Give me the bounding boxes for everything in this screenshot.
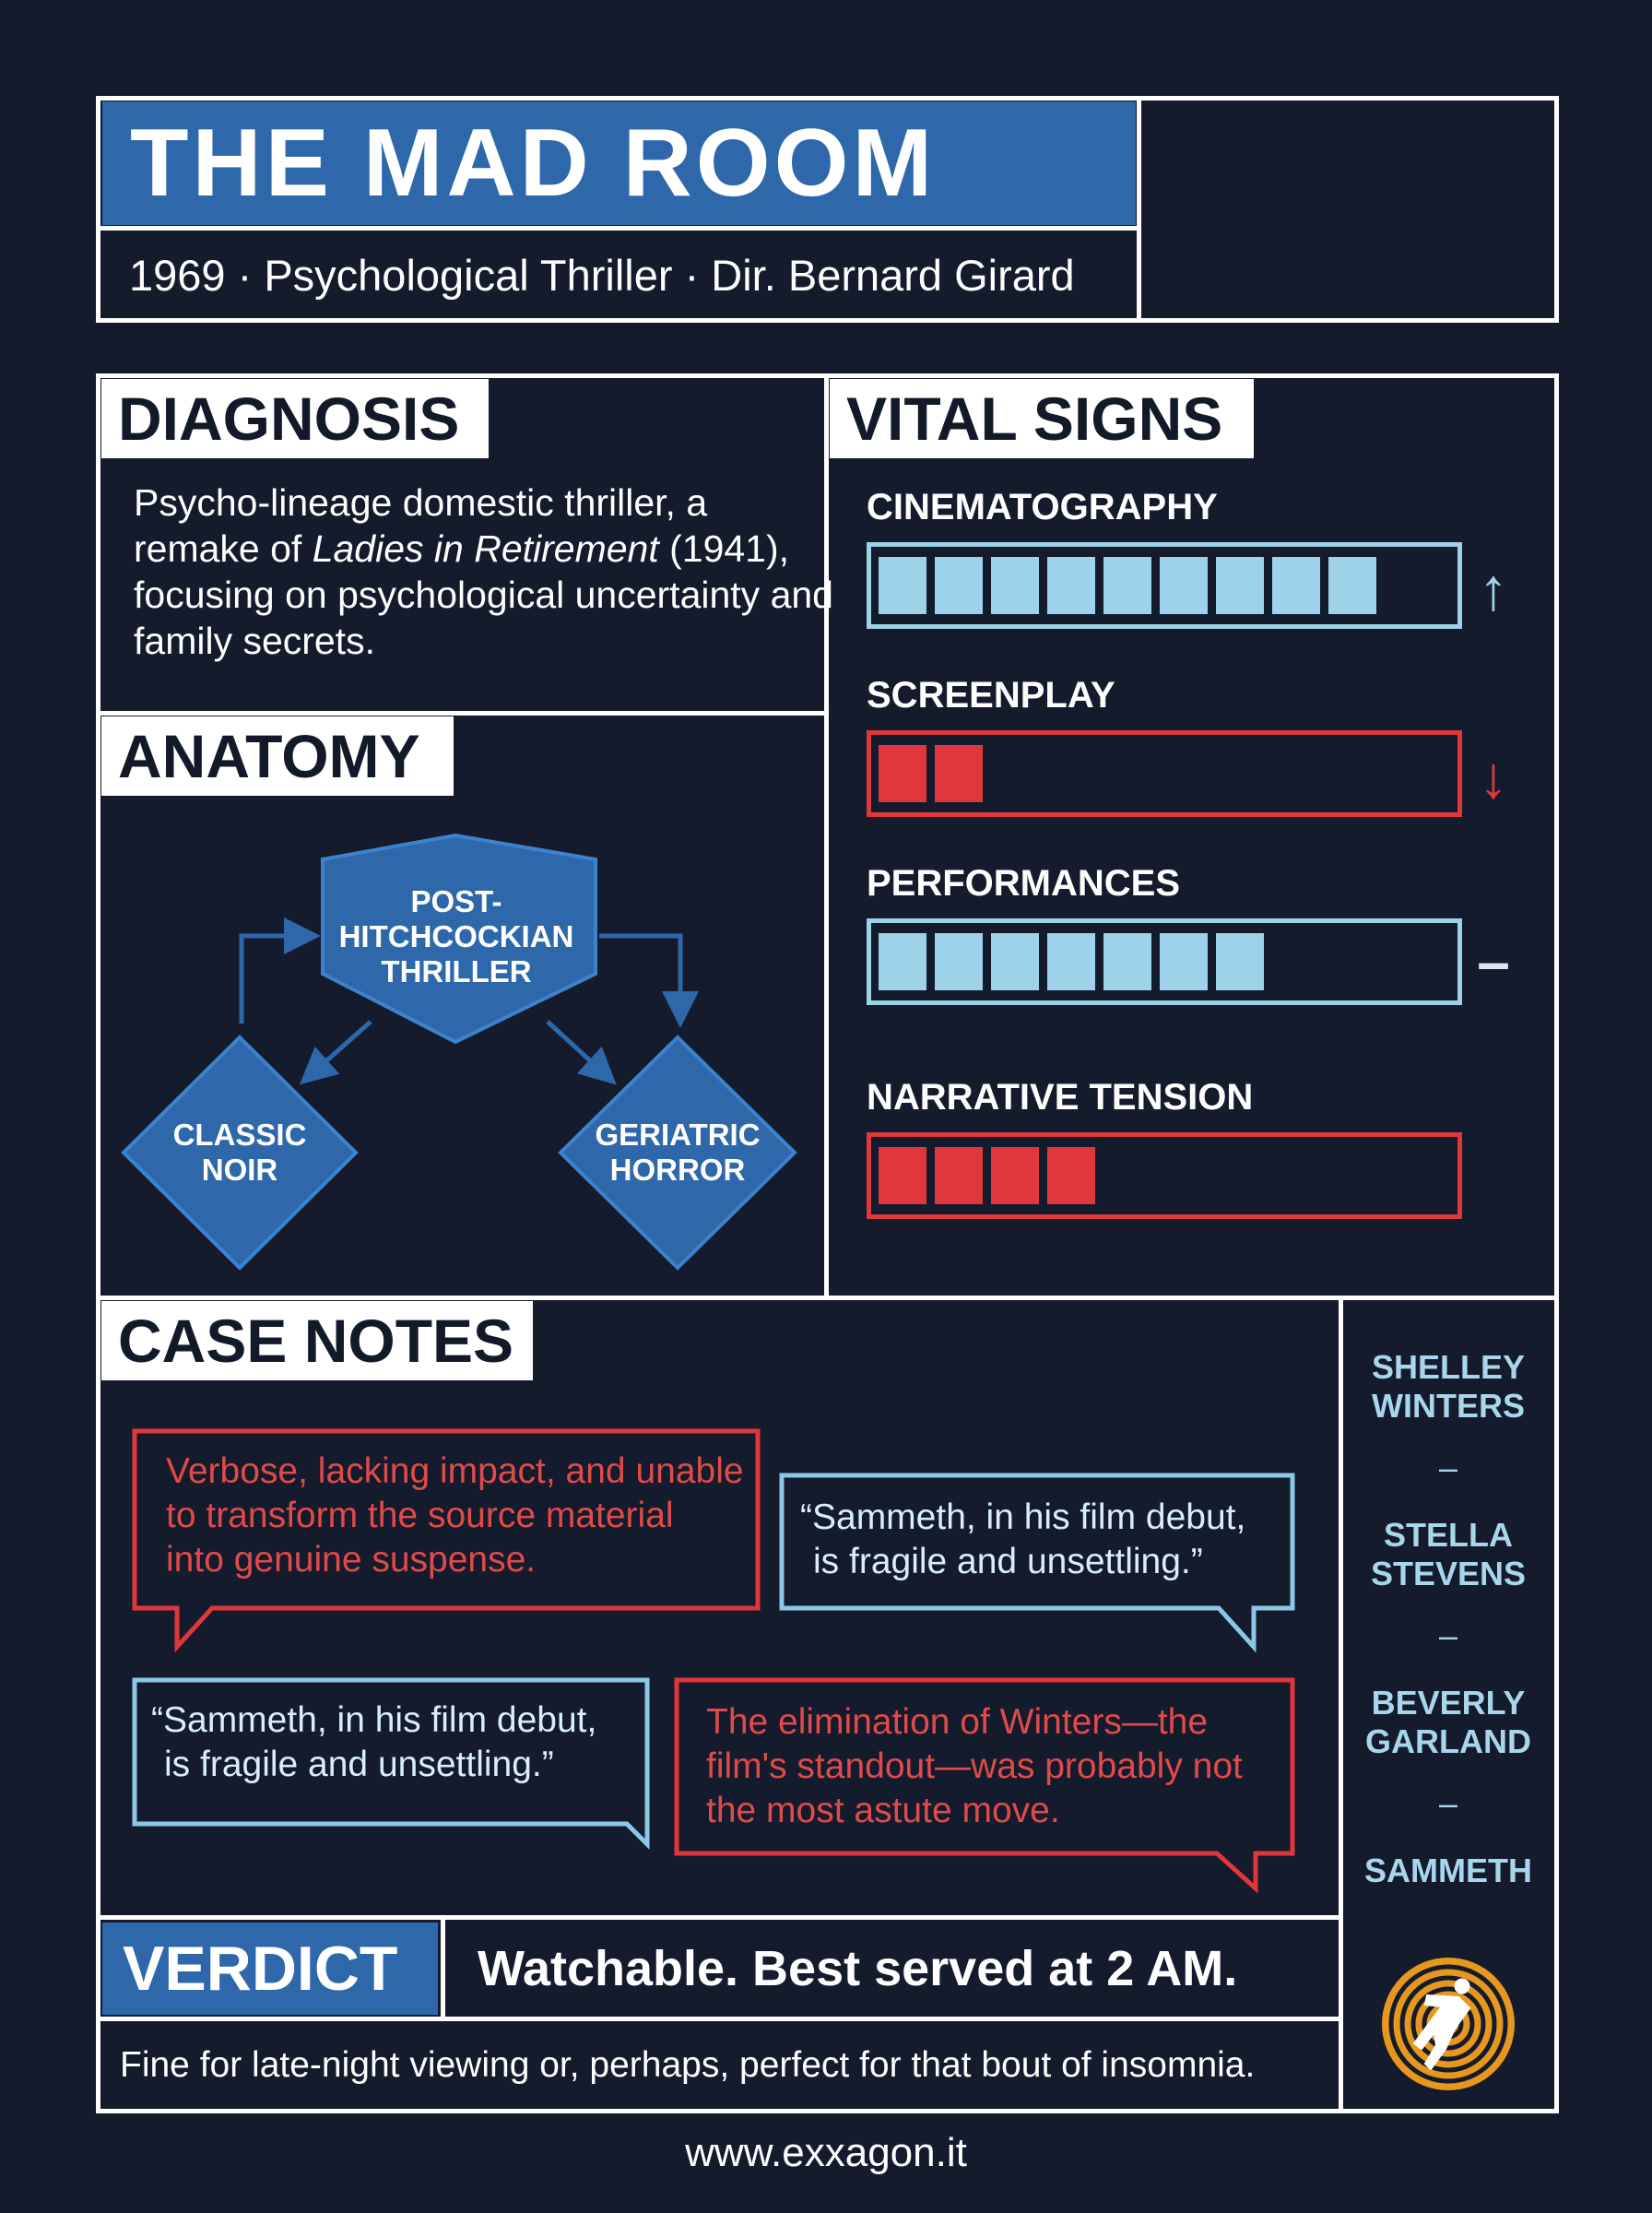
rating-segment [1272,557,1320,614]
rating-segment [1047,557,1095,614]
rating-segment [1103,933,1151,990]
quote-positive: “Sammeth, in his film debut, is fragile … [800,1497,1246,1581]
rating-segment [991,557,1039,614]
section-divider [96,711,829,716]
speech-bubbles [132,1428,1295,1894]
diagram-arrow [239,917,321,1024]
cast-member: SAMMETH [1364,1852,1532,1889]
diagram-node-classic-noir [121,1035,359,1271]
case-notes-heading: CASE NOTES [101,1301,533,1380]
quote-negative: The elimination of Winters—the film's st… [706,1702,1243,1830]
verdict-detail: Fine for late-night viewing or, perhaps,… [120,2045,1256,2085]
section-divider [96,1296,1559,1300]
genre-diagram [121,833,797,1271]
speech-bubble-negative [132,1428,761,1653]
rating-segment [1328,557,1376,614]
speech-bubble-positive [779,1473,1295,1653]
vital-bar-screenplay [867,730,1462,817]
rating-segment [879,933,926,990]
vital-bar-performances [867,918,1462,1005]
header-frame [96,96,1559,323]
speech-bubble-negative [674,1677,1295,1894]
cast-separator: – [1438,1784,1458,1822]
footer-website-link[interactable]: www.exxagon.it [685,2130,967,2175]
diagram-arrow [300,1020,372,1085]
rating-segment [1216,933,1264,990]
diagram-node-post-hitchcockian [321,833,597,1045]
diagram-label-left: CLASSIC NOIR [172,1118,307,1187]
rating-segment [935,745,983,802]
film-meta: 1969 · Psychological Thriller · Dir. Ber… [129,251,1075,300]
rating-segment [935,933,983,990]
verdict-headline: Watchable. Best served at 2 AM. [478,1941,1238,1996]
speech-bubble-positive [132,1677,650,1851]
rating-segment [1216,557,1264,614]
quote-positive: “Sammeth, in his film debut, is fragile … [151,1700,597,1784]
quote-negative: Verbose, lacking impact, and unable to t… [166,1451,744,1580]
diagram-arrow [599,933,699,1028]
trend-flat-icon: – [1477,929,1510,995]
trend-down-icon: ↓ [1479,744,1508,811]
cast-separator: – [1438,1449,1458,1486]
verdict-heading: VERDICT [102,1923,438,2015]
rating-segment [879,557,926,614]
trend-up-icon: ↑ [1479,556,1508,622]
diagnosis-text: Psycho-lineage domestic thriller, a rema… [134,481,833,662]
vital-label-cinematography: CINEMATOGRAPHY [867,487,1218,527]
verdict-divider [441,1915,445,2021]
header-divider [96,226,1141,231]
vital-label-screenplay: SCREENPLAY [867,675,1115,716]
diagram-node-geriatric-horror [558,1035,797,1271]
cast-separator: – [1438,1616,1458,1654]
rating-segment [1047,933,1095,990]
rating-segment [1103,557,1151,614]
rating-segment [991,1147,1039,1204]
section-divider [96,2017,1343,2021]
rating-segment [1047,1147,1095,1204]
anatomy-heading: ANATOMY [101,716,454,796]
header-divider [1137,96,1141,323]
vital-signs-heading: VITAL SIGNS [830,379,1254,458]
diagram-arrow [546,1020,617,1085]
rating-segment [935,557,983,614]
diagnosis-heading: DIAGNOSIS [101,379,489,458]
section-divider [96,1915,1343,1920]
column-divider [824,373,829,1300]
falling-man-spiral-logo [1382,1958,1515,2090]
rating-segment [935,1147,983,1204]
rating-segment [991,933,1039,990]
diagram-label-right: GERIATRIC HORROR [595,1118,761,1187]
vital-bar-narrative-tension [867,1132,1462,1219]
rating-segment [1160,557,1208,614]
rating-segment [879,1147,926,1204]
cast-column-divider [1339,1296,1343,2113]
vital-label-performances: PERFORMANCES [867,863,1181,904]
vital-label-narrative-tension: NARRATIVE TENSION [867,1077,1254,1118]
rating-segment [879,745,926,802]
rating-segment [1160,933,1208,990]
page-title: THE MAD ROOM [102,101,1136,225]
vital-bar-cinematography [867,542,1462,629]
diagram-label-top: POST- HITCHCOCKIAN THRILLER [338,884,574,988]
